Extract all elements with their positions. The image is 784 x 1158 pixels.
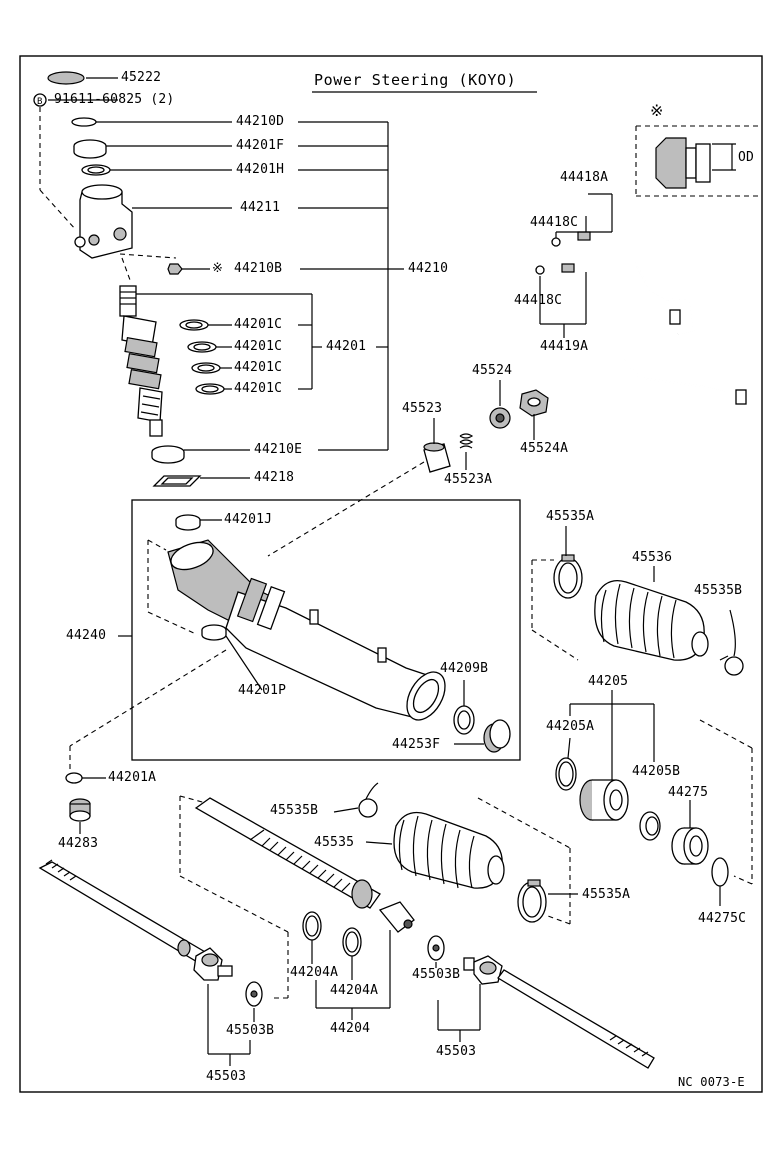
part-44210D-snap-ring [71,117,97,127]
label-44210E: 44210E [254,442,303,457]
label-45503-2: 45503 [436,1044,477,1059]
part-45222-cover [47,71,85,85]
label-45503-1: 45503 [206,1069,247,1084]
part-44204A-seals [302,911,362,957]
label-44211: 44211 [240,200,281,215]
label-44201: 44201 [326,339,367,354]
part-45535A-clamp-lower [517,879,547,923]
part-44201H-seal [81,164,111,176]
part-45535B-clip [724,609,744,676]
label-44204A-2: 44204A [330,983,379,998]
label-44240: 44240 [66,628,107,643]
label-44201J: 44201J [224,512,273,527]
label-45524: 45524 [472,363,513,378]
part-45535B-clip-lower [358,782,379,818]
part-44218-gasket [152,475,202,487]
od-detail-fitting [655,137,736,189]
label-44205A: 44205A [546,719,595,734]
label-45535B-1: 45535B [694,583,743,598]
svg-text:B: B [37,97,42,107]
part-45503B-washer-left [245,981,263,1007]
label-44201C-1: 44201C [234,317,283,332]
label-45503B-1: 45503B [226,1023,275,1038]
label-44218: 44218 [254,470,295,485]
label-45535A-1: 45535A [546,509,595,524]
label-44201C-4: 44201C [234,381,283,396]
label-44201F: 44201F [236,138,285,153]
part-44201A-bushing [65,772,83,784]
label-45523: 45523 [402,401,443,416]
part-44205B-ring [639,811,661,841]
part-44283-plug [69,798,91,822]
label-44201C-2: 44201C [234,339,283,354]
label-44418C-2: 44418C [514,293,563,308]
diagram-frame [19,55,763,1093]
label-44210: 44210 [408,261,449,276]
part-45535-boot [393,811,505,889]
part-45503-tie-rod-left [38,859,233,981]
label-44418C-1: 44418C [530,215,579,230]
label-44253F: 44253F [392,737,441,752]
label-45535B-2: 45535B [270,803,319,818]
label-44201C-3: 44201C [234,360,283,375]
label-45222: 45222 [121,70,162,85]
part-45524-adjuster [489,389,549,429]
label-44201P: 44201P [238,683,287,698]
part-44201C-seals [179,319,225,395]
part-44211-housing [74,184,133,259]
label-44201H: 44201H [236,162,285,177]
part-45536-boot [594,579,709,661]
label-45523A: 45523A [444,472,493,487]
part-44201F-bearing [73,139,107,159]
part-pinion-shaft [119,285,163,437]
label-44204: 44204 [330,1021,371,1036]
part-44209B-seal [453,705,475,735]
part-44210E-ring [151,445,185,464]
diagram-title: Power Steering (KOYO) [314,71,517,89]
label-44205B: 44205B [632,764,681,779]
label-44275C: 44275C [698,911,747,926]
label-44210B: 44210B [234,261,283,276]
label-44275: 44275 [668,785,709,800]
part-44253F-bushing [483,719,511,753]
part-44205A-ring [555,757,577,791]
label-44201A: 44201A [108,770,157,785]
part-44275C-snap-ring [711,857,729,887]
label-44209B: 44209B [440,661,489,676]
part-45523A-spring [459,433,474,449]
part-44240-rack-housing [167,539,446,721]
label-45535: 45535 [314,835,355,850]
bolt-marker-icon: B [33,93,47,107]
part-44275-bushing [671,827,709,865]
drawing-code: NC 0073-E [678,1075,745,1089]
group-44240-box [131,499,521,761]
part-45503-tie-rod-right [463,955,655,1069]
label-91611-60825: 91611-60825 (2) [54,92,175,107]
part-44418A-tubes [535,231,747,405]
marker-symbol-od-detail: ※ [650,101,664,120]
label-44210D: 44210D [236,114,285,129]
part-rack-bar [194,797,415,933]
label-44204A-1: 44204A [290,965,339,980]
part-44205-piston [579,779,629,821]
part-45523-yoke [423,442,451,473]
label-44419A: 44419A [540,339,589,354]
marker-symbol-44210B: ※ [212,261,224,276]
label-od: OD [738,150,755,165]
part-44201J-bushing [175,514,201,531]
label-45503B-2: 45503B [412,967,461,982]
label-45535A-2: 45535A [582,887,631,902]
label-44283: 44283 [58,836,99,851]
label-45524A: 45524A [520,441,569,456]
label-45536: 45536 [632,550,673,565]
part-44201P-bushing [201,624,227,641]
label-44418A: 44418A [560,170,609,185]
part-45503B-washer-right [427,935,445,961]
part-45535A-clamp [553,554,583,599]
label-44205: 44205 [588,674,629,689]
part-44210B-bolt [167,263,183,275]
